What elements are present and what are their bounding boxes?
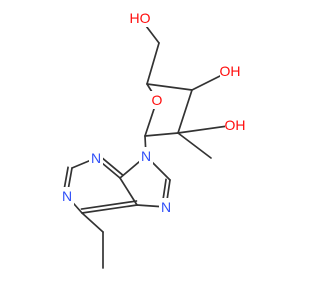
bond-c5-c4p bbox=[119, 177, 138, 206]
n3-label: N bbox=[91, 150, 101, 166]
bond-c6a-c6 bbox=[81, 212, 104, 233]
n1-label: N bbox=[62, 188, 72, 204]
n9-label: N bbox=[141, 148, 151, 164]
hydroxymethyl-oh-label: HO bbox=[130, 10, 151, 26]
bond-c3-c4 bbox=[146, 83, 193, 91]
atom-labels: HO O OH OH N N N N bbox=[60, 9, 246, 216]
n9-label-background bbox=[139, 147, 153, 165]
double-bond-c5-c6a bbox=[80, 200, 138, 210]
c2-oh-label: OH bbox=[225, 117, 246, 133]
ring-oxygen-label-background bbox=[150, 91, 164, 109]
n1-label-background bbox=[60, 187, 74, 205]
ring-oxygen-label: O bbox=[152, 92, 163, 108]
molecule-structure: HO O OH OH N N N N bbox=[60, 9, 246, 269]
n7-label-background bbox=[159, 198, 173, 216]
n3-label-background bbox=[89, 149, 103, 167]
bond-lines bbox=[62, 17, 236, 269]
c3-oh-label: OH bbox=[220, 63, 241, 79]
bond-c2-c3 bbox=[177, 89, 193, 134]
c2-oh-label-background bbox=[225, 116, 245, 134]
c3-oh-label-background bbox=[220, 62, 240, 80]
bond-c1-c2 bbox=[144, 132, 179, 137]
bond-ch2-c4 bbox=[146, 42, 160, 85]
hydroxymethyl-oh-label-background bbox=[130, 9, 150, 27]
bond-c2-me2 bbox=[177, 132, 212, 159]
n7-label: N bbox=[161, 199, 171, 215]
bond-c6a-c5 bbox=[81, 204, 138, 214]
